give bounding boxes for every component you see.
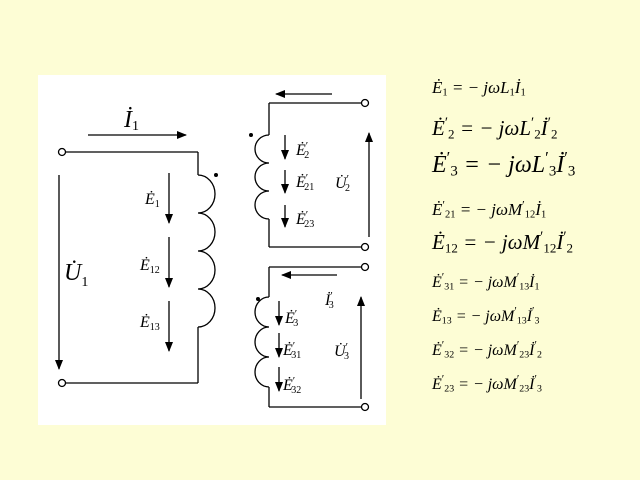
label-i1: İ1 bbox=[123, 107, 139, 134]
primary-coil bbox=[197, 174, 216, 328]
diagram-panel: İ1 U̇1 Ė1 Ė12 Ė13 Ė′2 Ė′21 Ė′23 U̇′2 İ′3… bbox=[38, 75, 386, 425]
primary-winding bbox=[57, 147, 216, 388]
equation-e31-prime: Ė′31 = − jωM′13İ1 bbox=[432, 271, 540, 293]
label-e32-prime: Ė′32 bbox=[282, 375, 301, 396]
equation-e13: Ė13 = − jωM′13İ′3 bbox=[432, 305, 540, 327]
winding2-coil bbox=[254, 134, 270, 220]
label-u3-prime: U̇′3 bbox=[334, 341, 349, 362]
winding3-terminal-bottom bbox=[360, 402, 370, 412]
label-e31-prime: Ė′31 bbox=[282, 340, 301, 361]
label-e23-prime: Ė′23 bbox=[295, 209, 314, 230]
label-u2-prime: U̇′2 bbox=[335, 173, 350, 194]
primary-terminal-top bbox=[57, 147, 67, 157]
label-e21-prime: Ė′21 bbox=[295, 172, 314, 193]
winding3-coil bbox=[254, 296, 270, 388]
label-u1: U̇1 bbox=[64, 260, 88, 290]
secondary-winding-2 bbox=[254, 98, 370, 252]
equation-e2-prime: Ė′2 = − jωL′2İ′2 bbox=[432, 115, 558, 142]
equation-e12: Ė12 = − jωM′12İ′2 bbox=[432, 229, 574, 256]
winding2-terminal-top bbox=[360, 98, 370, 108]
winding3-polarity-dot bbox=[256, 297, 260, 301]
label-i3-prime: İ′3 bbox=[324, 290, 334, 311]
equation-e1: Ė1 = − jωL1İ1 bbox=[432, 78, 526, 99]
winding2-terminal-bottom bbox=[360, 242, 370, 252]
label-e1: Ė1 bbox=[144, 190, 160, 210]
transformer-circuit-diagram: İ1 U̇1 Ė1 Ė12 Ė13 Ė′2 Ė′21 Ė′23 U̇′2 İ′3… bbox=[55, 90, 373, 412]
equation-e3-prime: Ė′3 = − jωL′3İ′3 bbox=[432, 148, 576, 180]
primary-polarity-dot bbox=[214, 173, 218, 177]
winding2-polarity-dot bbox=[249, 133, 253, 137]
equation-e21-prime: Ė′21 = − jωM′12İ1 bbox=[432, 197, 547, 221]
secondary-winding-3 bbox=[254, 262, 370, 412]
label-e2-prime: Ė′2 bbox=[295, 140, 309, 161]
winding3-terminal-top bbox=[360, 262, 370, 272]
equation-e32-prime: Ė′32 = − jωM′23İ′2 bbox=[432, 339, 542, 361]
label-e12: Ė12 bbox=[139, 256, 160, 276]
primary-terminal-bottom bbox=[57, 378, 67, 388]
label-e3-prime: Ė′3 bbox=[284, 308, 298, 329]
equation-e23-prime: Ė′23 = − jωM′23İ′3 bbox=[432, 373, 542, 395]
label-e13: Ė13 bbox=[139, 313, 160, 333]
